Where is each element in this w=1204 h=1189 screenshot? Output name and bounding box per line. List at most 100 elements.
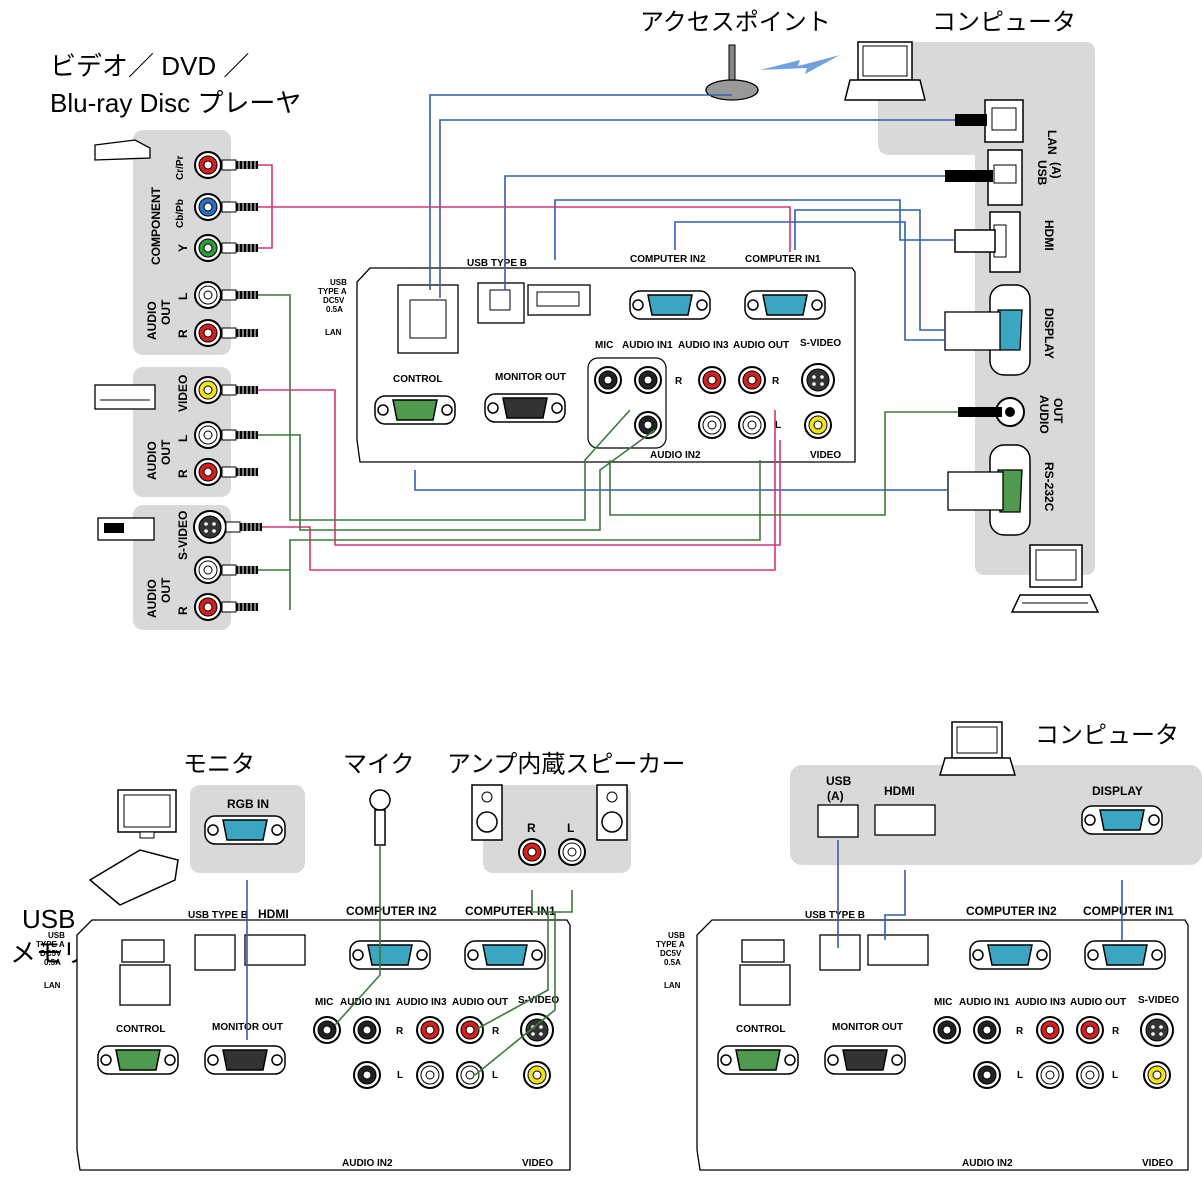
access-point-label: アクセスポイント — [640, 8, 831, 36]
amp-label-top: 0.5A — [326, 305, 343, 314]
cable-wireless-lan — [429, 94, 732, 290]
y-label: Y — [176, 244, 190, 252]
monitor-out-label-top: MONITOR OUT — [495, 372, 566, 383]
usb-memory-label-1: USB — [22, 904, 75, 934]
rgb-in-port — [204, 815, 286, 845]
usb-type-b-label-br: USB TYPE B — [805, 910, 865, 921]
mic-label-top: MIC — [595, 340, 613, 351]
jack-audio-r-3 — [194, 593, 222, 621]
computer-in2-label-top: COMPUTER IN2 — [630, 254, 706, 265]
cable-usb — [504, 175, 945, 290]
control-port-bl — [97, 1045, 179, 1075]
jack-cr-pr — [194, 151, 222, 179]
usb-a-label-right: (A) — [1049, 162, 1063, 179]
player-device-3-icon — [97, 517, 155, 541]
type-a-label-bl: TYPE A — [36, 940, 65, 949]
cable-audio-3 — [258, 460, 761, 610]
computer-in1-port-br — [1084, 940, 1166, 970]
speaker-label: アンプ内蔵スピーカー — [447, 750, 685, 778]
jack-audio-l-1 — [194, 281, 222, 309]
control-port-br — [717, 1045, 799, 1075]
control-label-bl: CONTROL — [116, 1024, 165, 1035]
r-label-3: R — [176, 606, 190, 615]
rs232c-port-right — [947, 444, 1031, 536]
r-label-2: R — [176, 469, 190, 478]
monitor-out-label-br: MONITOR OUT — [832, 1022, 903, 1033]
mic-label-bottom: マイク — [343, 750, 415, 778]
player-label-line2: Blu-ray Disc プレーヤ — [50, 88, 301, 118]
computer-in2-port-br — [969, 940, 1051, 970]
s-video-label-br: S-VIDEO — [1138, 995, 1179, 1006]
computer-in1-port-top — [744, 290, 826, 320]
jack-audio-l-2 — [194, 421, 222, 449]
access-point-icon — [705, 44, 759, 101]
projector-icon — [88, 849, 179, 906]
usb-type-b-port-top — [477, 282, 525, 324]
hdmi-port-br — [874, 804, 936, 836]
component-label: COMPONENT — [149, 186, 163, 265]
monitor-icon — [117, 789, 177, 839]
rs232c-label-right: RS-232C — [1042, 462, 1056, 512]
usb-type-b-port-bl — [194, 934, 236, 971]
video-label-br: VIDEO — [1142, 1158, 1173, 1169]
audio-in3-label-top: AUDIO IN3 — [678, 340, 729, 351]
cable-component — [258, 164, 791, 252]
computer-in1-label-br: COMPUTER IN1 — [1083, 904, 1174, 918]
dc5v-label-br: DC5V — [660, 949, 682, 958]
usb-a-label-br-2: (A) — [827, 789, 844, 803]
monitor-label: モニタ — [183, 750, 255, 778]
audio-in3-label-br: AUDIO IN3 — [1015, 997, 1066, 1008]
r-label-br-2: R — [1112, 1026, 1120, 1037]
display-port-br — [1081, 805, 1163, 835]
s-video-label-bl: S-VIDEO — [518, 995, 559, 1006]
cable-rs232c — [414, 470, 948, 491]
mic-label-br: MIC — [934, 997, 952, 1008]
s-video-label-left: S-VIDEO — [176, 511, 190, 560]
out-label-right: OUT — [1051, 398, 1065, 424]
computer-in2-label-bl: COMPUTER IN2 — [346, 904, 437, 918]
projector-bottom-left — [76, 919, 571, 1171]
video-label-left: VIDEO — [176, 375, 190, 412]
jack-cb-pb — [194, 193, 222, 221]
speaker-jack-r — [518, 838, 546, 866]
audio-label-right: AUDIO — [1037, 395, 1051, 434]
lan-label-bl: LAN — [44, 981, 61, 990]
audio-label-1: AUDIO — [145, 301, 159, 340]
audio-in1-label-top: AUDIO IN1 — [622, 340, 673, 351]
usb-a-port-right — [945, 149, 1023, 206]
computer-in2-port-bl — [349, 940, 431, 970]
microphone-icon — [369, 789, 391, 846]
l-label-br: L — [1017, 1070, 1023, 1081]
lan-port-right — [955, 99, 1024, 143]
computer-in1-port-bl — [464, 940, 546, 970]
computer-panel-right — [878, 42, 1095, 575]
l-label-br-2: L — [1112, 1070, 1118, 1081]
plug-cb-pb — [221, 201, 259, 213]
lan-label-br: LAN — [664, 981, 681, 990]
rgb-in-label: RGB IN — [227, 797, 269, 811]
plug-video — [221, 384, 259, 396]
cb-pb-label: Cb/Pb — [175, 199, 186, 228]
cable-audio-out-pc — [609, 411, 958, 516]
usb-a-port-br-proj — [741, 939, 785, 963]
plug-cr-pr — [221, 159, 259, 171]
dc5v-label-top: DC5V — [323, 296, 345, 305]
cable-video — [258, 389, 781, 546]
computer-label-bottom: コンピュータ — [1035, 721, 1179, 749]
jack-s-video-left — [193, 510, 227, 544]
display-label-br: DISPLAY — [1092, 784, 1143, 798]
computer-label-top: コンピュータ — [932, 8, 1076, 36]
usb-label-right: USB — [1035, 160, 1049, 186]
control-label-top: CONTROL — [393, 374, 442, 385]
speaker-l-label: L — [567, 821, 574, 835]
lan-label-right: LAN — [1045, 130, 1059, 155]
video-label-bl: VIDEO — [522, 1158, 553, 1169]
jack-audio-r-1 — [194, 319, 222, 347]
audio-in1-label-br: AUDIO IN1 — [959, 997, 1010, 1008]
usb-label-bl: USB — [48, 931, 65, 940]
usb-a-port-bl — [121, 939, 165, 963]
hdmi-label-br: HDMI — [884, 784, 915, 798]
player-device-2-icon — [94, 384, 156, 410]
l-label-2: L — [176, 435, 190, 442]
